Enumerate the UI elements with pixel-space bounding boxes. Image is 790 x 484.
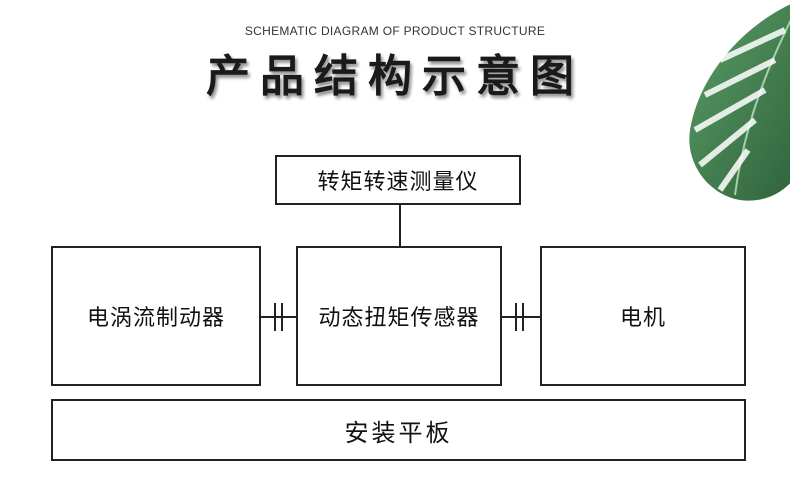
motor-box: 电机 — [540, 246, 746, 386]
eddy-current-brake-label: 电涡流制动器 — [86, 306, 225, 331]
torque-speed-meter-box: 转矩转速测量仪 — [275, 155, 521, 205]
coupling-right-shaft — [502, 316, 540, 318]
connector-top-to-middle — [399, 205, 401, 246]
dynamic-torque-sensor-label: 动态扭矩传感器 — [318, 306, 480, 331]
monstera-leaf-icon — [689, 4, 790, 201]
dynamic-torque-sensor-box: 动态扭矩传感器 — [296, 246, 502, 386]
diagram-title: 产品结构示意图 — [206, 51, 584, 102]
coupling-right-plate-b — [522, 303, 524, 331]
coupling-right-plate-a — [515, 303, 517, 331]
mounting-plate-label: 安装平板 — [344, 418, 453, 447]
coupling-left-plate-b — [281, 303, 283, 331]
motor-label: 电机 — [619, 306, 666, 331]
coupling-left-plate-a — [274, 303, 276, 331]
mounting-plate-box: 安装平板 — [51, 399, 746, 461]
eddy-current-brake-box: 电涡流制动器 — [51, 246, 261, 386]
coupling-left-shaft — [261, 316, 296, 318]
diagram-subtitle: SCHEMATIC DIAGRAM OF PRODUCT STRUCTURE — [244, 24, 546, 38]
torque-speed-meter-label: 转矩转速测量仪 — [317, 170, 479, 195]
